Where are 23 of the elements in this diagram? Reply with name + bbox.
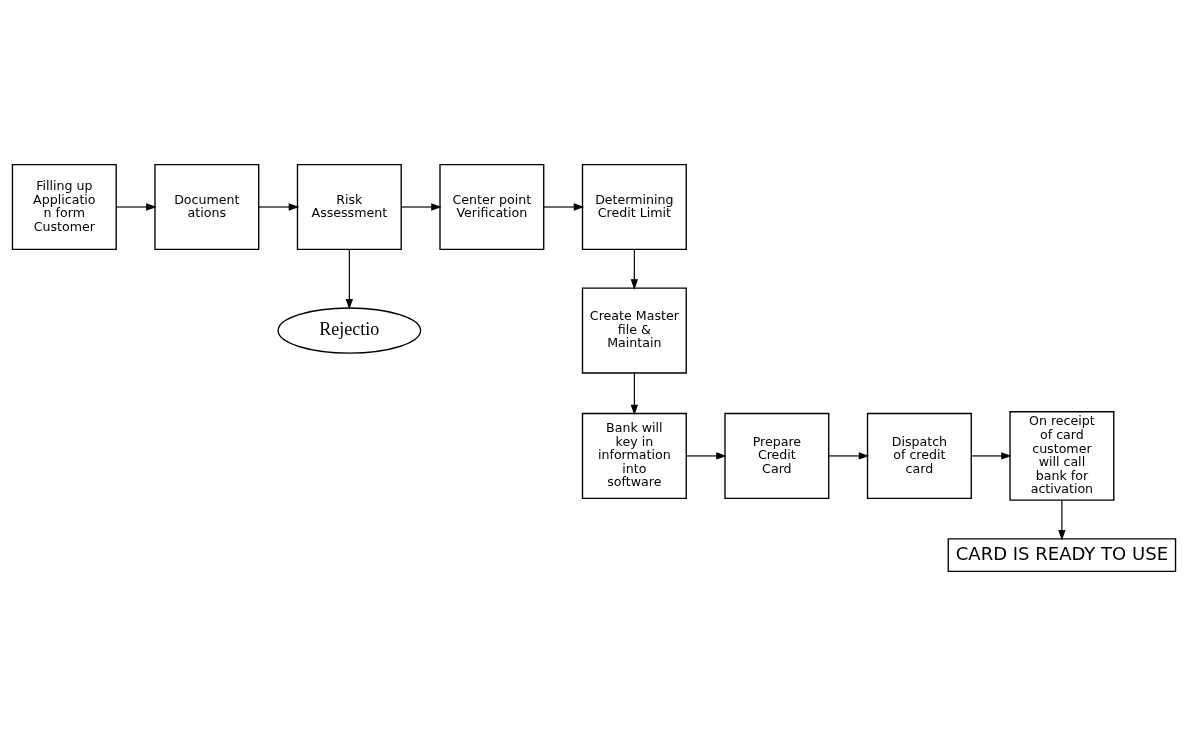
node-box: CARD IS READY TO USE (947, 537, 1177, 572)
arrow (685, 451, 727, 460)
arrow (630, 248, 639, 290)
arrow (345, 248, 353, 310)
node-box: Filling up Applicatio n form Customer (11, 163, 117, 250)
node-box: On receipt of card customer will call bank for activation (1009, 410, 1115, 501)
arrow (115, 202, 157, 211)
arrow (1058, 499, 1066, 540)
node-box: Dispatch of credit card (866, 412, 972, 499)
node-box: Prepare Credit Card (724, 412, 830, 499)
arrow (258, 202, 300, 211)
node-box: Document ations (154, 163, 260, 250)
arrow (630, 371, 639, 415)
arrow (970, 451, 1012, 460)
node-box: Determining Credit Limit (581, 163, 687, 250)
node-ellipse: Rejectio (277, 306, 422, 354)
arrow (400, 202, 442, 211)
node-box: Create Master file & Maintain (581, 287, 687, 374)
arrow (543, 202, 585, 211)
node-box: Bank will key in information into software (581, 412, 687, 499)
node-box: Risk Assessment (296, 163, 402, 250)
arrow (828, 451, 870, 460)
node-box: Center point Verification (439, 163, 545, 250)
